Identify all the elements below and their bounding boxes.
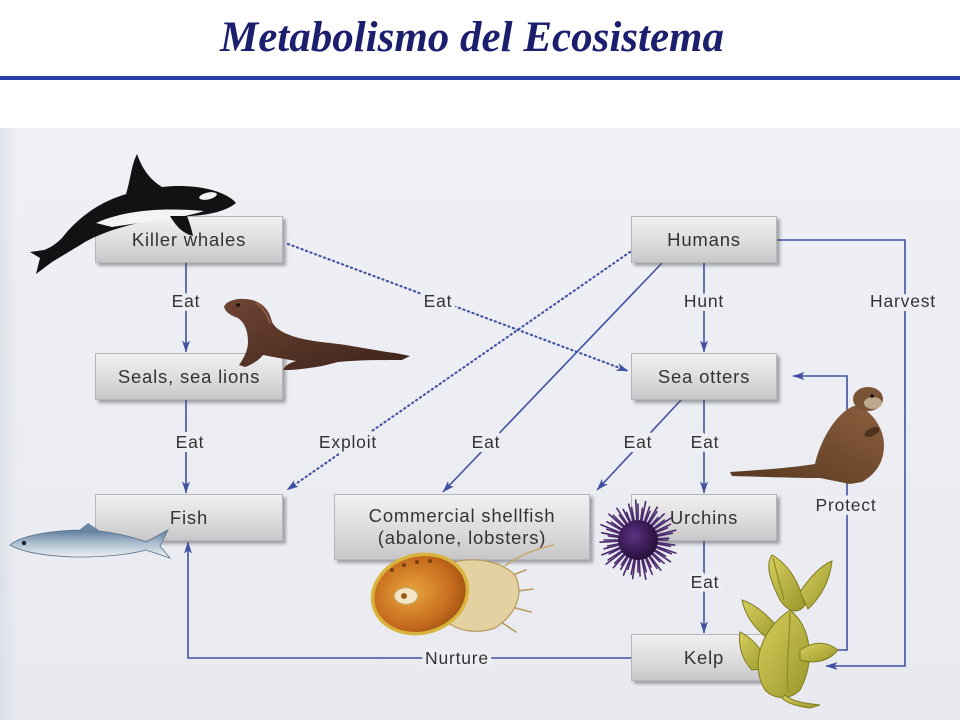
node-label-line1: Commercial shellfish: [368, 505, 556, 526]
page-title: Metabolismo del Ecosistema: [219, 14, 725, 61]
title-rule: [0, 76, 960, 80]
node-label: Humans: [667, 228, 741, 250]
node-killer-whales: Killer whales: [95, 216, 283, 263]
node-sea-otters: Sea otters: [631, 353, 777, 400]
node-seals-sea-lions: Seals, sea lions: [95, 353, 283, 400]
node-label-line2: (abalone, lobsters): [377, 527, 547, 548]
node-label: Sea otters: [657, 365, 751, 387]
node-fish: Fish: [95, 494, 283, 541]
node-label: Fish: [169, 506, 209, 528]
node-label: Seals, sea lions: [117, 365, 261, 387]
node-kelp: Kelp: [631, 634, 777, 681]
node-commercial-shellfish: Commercial shellfish (abalone, lobsters): [334, 494, 590, 560]
node-urchins: Urchins: [631, 494, 777, 541]
node-label: Kelp: [683, 646, 725, 668]
node-label: Urchins: [669, 506, 739, 528]
node-humans: Humans: [631, 216, 777, 263]
node-label: Killer whales: [131, 228, 247, 250]
